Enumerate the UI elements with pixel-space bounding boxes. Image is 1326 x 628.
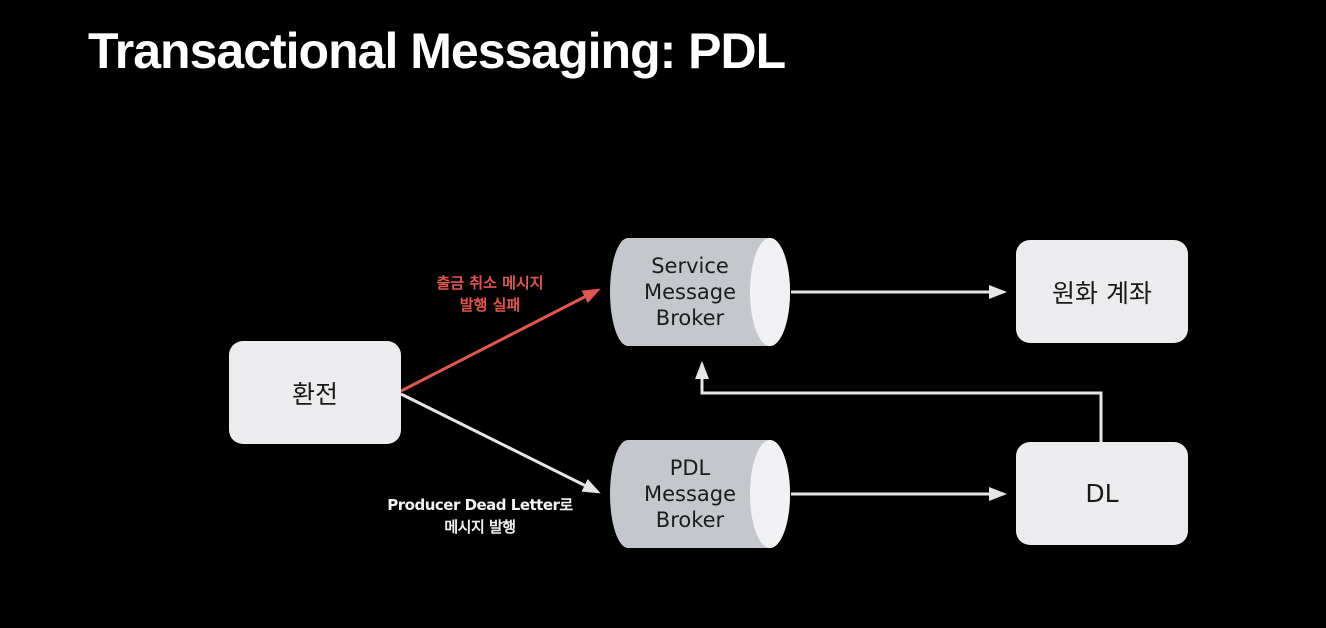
service-broker-line-3: Broker <box>655 306 725 330</box>
node-dead-letter[interactable]: DL <box>1016 442 1188 545</box>
pdl-publish-line-1: Producer Dead Letter로 <box>387 496 573 514</box>
edge-label-pdl-publish: Producer Dead Letter로 메시지 발행 <box>362 494 598 538</box>
pdl-publish-line-2: 메시지 발행 <box>444 518 516 536</box>
failed-publish-line-1: 출금 취소 메시지 <box>436 274 544 292</box>
pdl-broker-line-2: Message <box>643 482 737 506</box>
service-broker-label[interactable]: Service Message Broker <box>612 238 768 346</box>
pdl-message-broker-cylinder <box>610 440 790 548</box>
edge-label-failed-publish: 출금 취소 메시지 발행 실패 <box>400 272 580 316</box>
pdl-broker-line-3: Broker <box>655 508 725 532</box>
node-exchange-label: 환전 <box>291 379 338 409</box>
arrow-exchange-to-service-broker <box>400 288 601 393</box>
pdl-broker-line-1: PDL <box>669 456 711 480</box>
service-message-broker-cylinder <box>610 238 790 346</box>
service-broker-line-2: Message <box>643 280 737 304</box>
slide-title: Transactional Messaging: PDL <box>88 23 786 79</box>
node-krw-account[interactable]: 원화 계좌 <box>1016 240 1188 343</box>
arrow-dl-to-service-broker <box>695 361 1103 442</box>
node-dead-letter-label: DL <box>1085 479 1119 508</box>
service-broker-line-1: Service <box>651 254 729 278</box>
node-exchange[interactable]: 환전 <box>229 341 401 444</box>
pdl-broker-label[interactable]: PDL Message Broker <box>612 440 768 548</box>
node-krw-account-label: 원화 계좌 <box>1052 278 1152 308</box>
failed-publish-line-2: 발행 실패 <box>459 296 521 314</box>
arrow-exchange-to-pdl-broker <box>400 392 601 494</box>
